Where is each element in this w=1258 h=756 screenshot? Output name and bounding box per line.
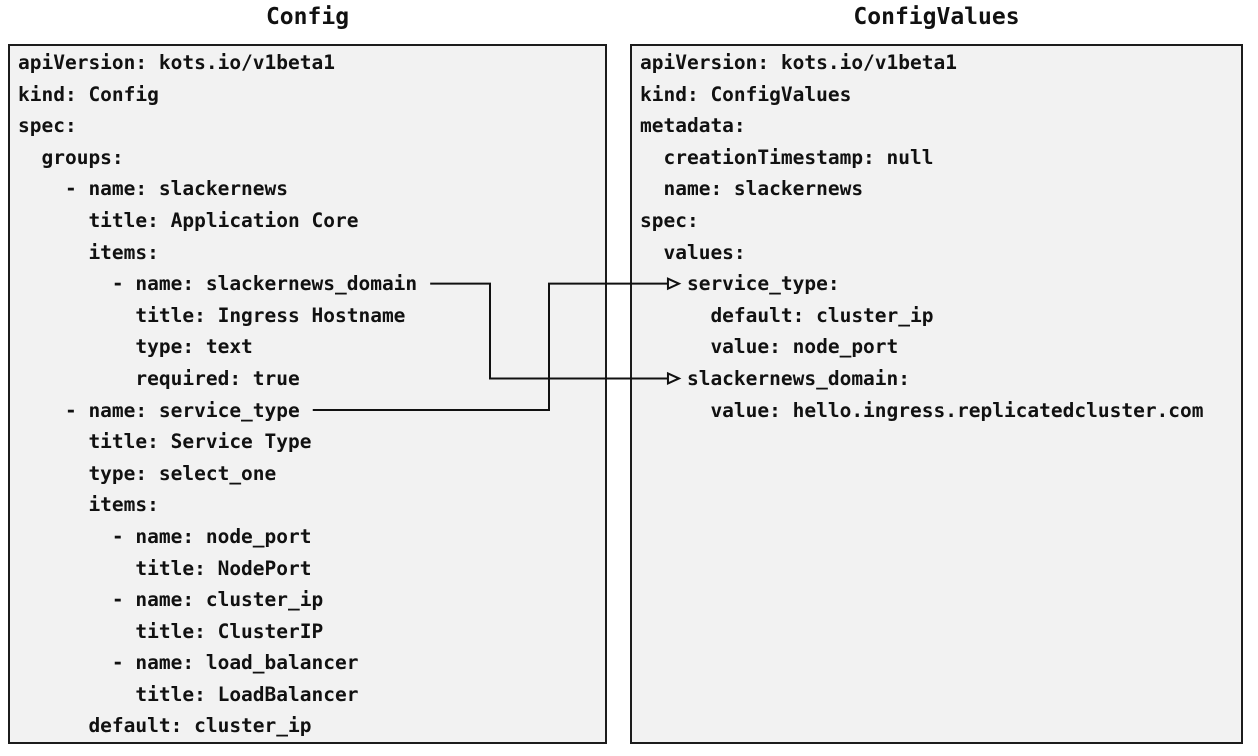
code-line: default: cluster_ip	[640, 300, 1241, 332]
code-line: type: text	[18, 331, 605, 363]
code-line: title: ClusterIP	[18, 616, 605, 648]
code-line: - name: cluster_ip	[18, 584, 605, 616]
code-line: items:	[18, 237, 605, 269]
code-line: spec:	[640, 205, 1241, 237]
code-line: title: Ingress Hostname	[18, 300, 605, 332]
code-line-text: value: hello.ingress.replicatedcluster.c…	[640, 398, 1204, 422]
code-line: - name: load_balancer	[18, 647, 605, 679]
code-line-text: type: text	[18, 335, 253, 359]
code-line: - name: service_type	[18, 395, 605, 427]
code-line-text: required: true	[18, 366, 300, 390]
code-line-text: values:	[640, 240, 746, 264]
code-line-text: title: Ingress Hostname	[18, 303, 406, 327]
code-line: apiVersion: kots.io/v1beta1	[640, 47, 1241, 79]
code-line-text: spec:	[640, 208, 699, 232]
code-line: default: cluster_ip	[18, 710, 605, 742]
code-line-text: title: NodePort	[18, 556, 312, 580]
config-panel-title: Config	[265, 4, 350, 30]
code-line-text: default: cluster_ip	[18, 714, 312, 738]
code-line-text: apiVersion: kots.io/v1beta1	[18, 51, 335, 74]
code-line-text: kind: ConfigValues	[640, 82, 852, 106]
code-line-text: - name: cluster_ip	[18, 588, 324, 612]
code-line: title: LoadBalancer	[18, 679, 605, 711]
code-line-text: creationTimestamp: null	[640, 145, 934, 169]
code-line-text: - name: service_type	[18, 398, 300, 422]
code-line: - name: slackernews	[18, 173, 605, 205]
code-line: value: hello.ingress.replicatedcluster.c…	[640, 395, 1241, 427]
code-line-text: - name: load_balancer	[18, 651, 359, 675]
code-line: apiVersion: kots.io/v1beta1	[18, 47, 605, 79]
configvalues-yaml-code: apiVersion: kots.io/v1beta1 kind: ConfigV…	[632, 46, 1241, 426]
code-line: metadata:	[640, 110, 1241, 142]
code-line: values:	[640, 237, 1241, 269]
code-line-text: type: select_one	[18, 461, 277, 485]
code-line-text: value: node_port	[640, 335, 899, 359]
code-line: kind: Config	[18, 79, 605, 111]
code-line-text: service_type:	[640, 272, 840, 296]
code-line-text: metadata:	[640, 114, 746, 138]
code-line: value: node_port	[640, 331, 1241, 363]
code-line: kind: ConfigValues	[640, 79, 1241, 111]
code-line-text: title: ClusterIP	[18, 619, 324, 643]
code-line-text: name: slackernews	[640, 177, 864, 201]
code-line-text: title: Application Core	[18, 208, 359, 232]
code-line: type: select_one	[18, 458, 605, 490]
code-line: title: NodePort	[18, 553, 605, 585]
code-line-text: default: cluster_ip	[640, 303, 934, 327]
code-line: items:	[18, 489, 605, 521]
code-line: spec:	[18, 110, 605, 142]
code-line: - name: node_port	[18, 521, 605, 553]
code-line-text: - name: slackernews_domain	[18, 272, 418, 296]
code-line-text: - name: slackernews	[18, 177, 289, 201]
code-line: title: Service Type	[18, 426, 605, 458]
config-yaml-panel: apiVersion: kots.io/v1beta1 kind: Config s…	[8, 44, 607, 744]
code-line-text: items:	[18, 240, 159, 264]
code-line-text: spec:	[18, 114, 77, 138]
code-line: - name: slackernews_domain	[18, 268, 605, 300]
code-line-text: title: LoadBalancer	[18, 682, 359, 706]
code-line-text: kind: Config	[18, 82, 159, 106]
config-yaml-code: apiVersion: kots.io/v1beta1 kind: Config s…	[10, 46, 605, 742]
code-line: name: slackernews	[640, 173, 1241, 205]
code-line-text: apiVersion: kots.io/v1beta1	[640, 51, 957, 74]
code-line-text: - name: node_port	[18, 524, 312, 548]
code-line: creationTimestamp: null	[640, 142, 1241, 174]
code-line: required: true	[18, 363, 605, 395]
code-line-text: groups:	[18, 145, 124, 169]
configvalues-yaml-panel: apiVersion: kots.io/v1beta1 kind: ConfigV…	[630, 44, 1243, 744]
code-line-text: title: Service Type	[18, 430, 312, 454]
code-line: service_type:	[640, 268, 1241, 300]
code-line-text: slackernews_domain:	[640, 366, 911, 390]
code-line: groups:	[18, 142, 605, 174]
code-line: slackernews_domain:	[640, 363, 1241, 395]
code-line-text: items:	[18, 493, 159, 517]
configvalues-panel-title: ConfigValues	[853, 4, 1020, 30]
code-line: title: Application Core	[18, 205, 605, 237]
